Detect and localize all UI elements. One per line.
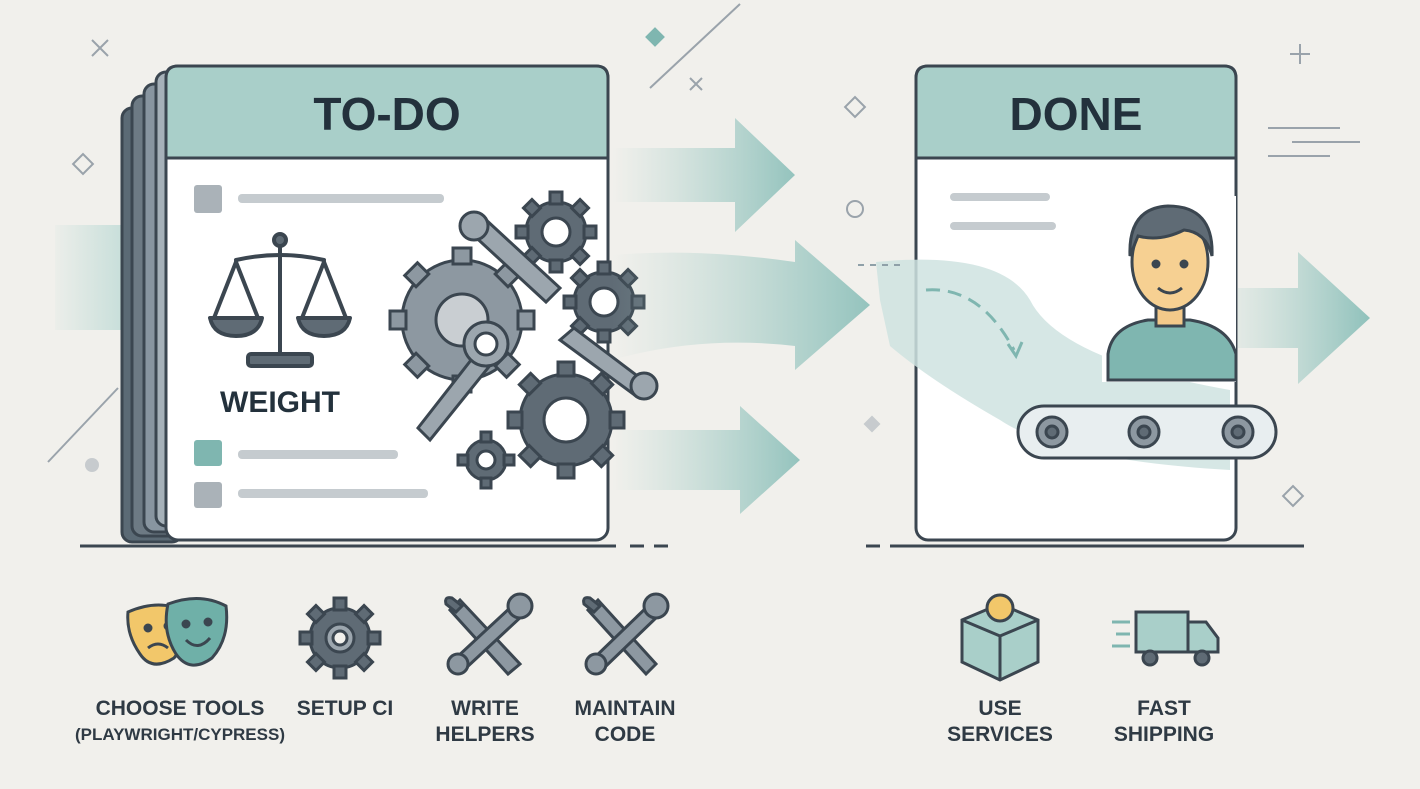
- todo-item-line2: (PLAYWRIGHT/CYPRESS): [74, 725, 285, 744]
- tools-icon: [444, 592, 534, 677]
- done-item-line1: FAST: [1137, 697, 1191, 720]
- todo-item-line1: CHOOSE TOOLS: [95, 697, 265, 720]
- todo-item-maintain-code: MAINTAIN CODE: [552, 696, 698, 748]
- decorative-sparkles: [47, 3, 1360, 508]
- todo-item-line1: SETUP CI: [296, 697, 394, 720]
- conveyor-belt-icon: [1016, 404, 1278, 460]
- todo-card-title: TO-DO: [313, 88, 461, 140]
- done-item-line1: USE: [978, 697, 1022, 720]
- todo-item-write-helpers: WRITE HELPERS: [420, 696, 550, 748]
- done-item-line2: SHIPPING: [1113, 723, 1215, 746]
- flow-arrows: [612, 118, 870, 514]
- exit-arrow: [1238, 252, 1370, 384]
- todo-item-line1: MAINTAIN: [574, 697, 676, 720]
- done-card-title: DONE: [1009, 88, 1143, 140]
- weight-label: WEIGHT: [220, 386, 340, 419]
- delivery-truck-icon: [1112, 610, 1220, 667]
- todo-item-line2: HELPERS: [435, 723, 535, 746]
- gears-and-wrenches-icon: [388, 190, 659, 490]
- scale-icon: [208, 232, 352, 368]
- todo-item-line2: CODE: [594, 723, 656, 746]
- todo-card: [164, 64, 610, 542]
- todo-item-setup-ci: SETUP CI: [282, 696, 408, 722]
- theater-masks-icon: [126, 597, 229, 667]
- person-avatar-icon: [1102, 196, 1238, 382]
- gear-icon: [298, 596, 382, 680]
- package-icon: [960, 593, 1040, 682]
- done-item-fast-shipping: FAST SHIPPING: [1094, 696, 1234, 748]
- done-item-line2: SERVICES: [947, 723, 1053, 746]
- done-item-use-services: USE SERVICES: [930, 696, 1070, 748]
- tools-icon: [582, 592, 670, 677]
- todo-item-choose-tools: CHOOSE TOOLS (PLAYWRIGHT/CYPRESS): [60, 696, 300, 748]
- todo-item-line1: WRITE: [451, 697, 519, 720]
